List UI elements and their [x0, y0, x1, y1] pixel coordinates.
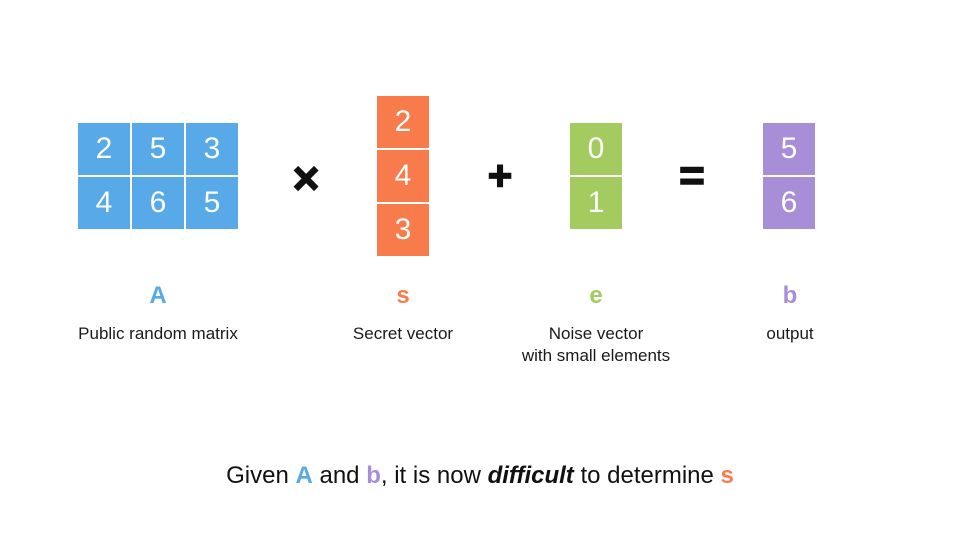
matrix-a-cell: 5	[132, 123, 184, 175]
caption-text: and	[312, 462, 367, 489]
caption: Given A and b, it is now difficult to de…	[0, 462, 960, 490]
vector-b-cell: 6	[763, 177, 815, 229]
caption-b: b	[366, 462, 381, 489]
label-b: b	[782, 282, 798, 309]
caption-s: s	[720, 462, 734, 489]
vector-s-cell: 3	[377, 204, 429, 256]
vector-b-cell: 5	[763, 123, 815, 175]
caption-a: A	[295, 462, 313, 489]
vector-s-cell: 2	[377, 96, 429, 148]
matrix-a-cell: 4	[78, 177, 130, 229]
multiply-operator: ×	[292, 151, 320, 205]
description-s: Secret vector	[352, 324, 454, 343]
label-a: A	[149, 282, 167, 309]
matrix-a-cell: 6	[132, 177, 184, 229]
matrix-a: 2 5 3 4 6 5	[78, 123, 238, 229]
equals-operator: =	[678, 150, 705, 201]
vector-e-cell: 0	[570, 123, 622, 175]
vector-e-cell: 1	[570, 177, 622, 229]
description-b: output	[766, 324, 814, 343]
label-e: e	[589, 282, 603, 309]
matrix-a-cell: 3	[186, 123, 238, 175]
matrix-a-cell: 2	[78, 123, 130, 175]
plus-operator: +	[487, 151, 513, 200]
vector-e: 0 1	[570, 123, 622, 229]
description-e-line2: with small elements	[521, 346, 671, 365]
label-s: s	[396, 282, 410, 309]
vector-b: 5 6	[763, 123, 815, 229]
caption-text: to determine	[573, 462, 721, 489]
vector-s-cell: 4	[377, 150, 429, 202]
matrix-a-cell: 5	[186, 177, 238, 229]
description-a: Public random matrix	[78, 324, 238, 343]
vector-s: 2 4 3	[377, 96, 429, 256]
caption-text: , it is now	[380, 462, 488, 489]
description-e: Noise vector with small elements	[476, 323, 716, 367]
caption-text: Given	[226, 462, 296, 489]
caption-difficult: difficult	[487, 462, 574, 489]
description-e-line1: Noise vector	[548, 324, 644, 343]
